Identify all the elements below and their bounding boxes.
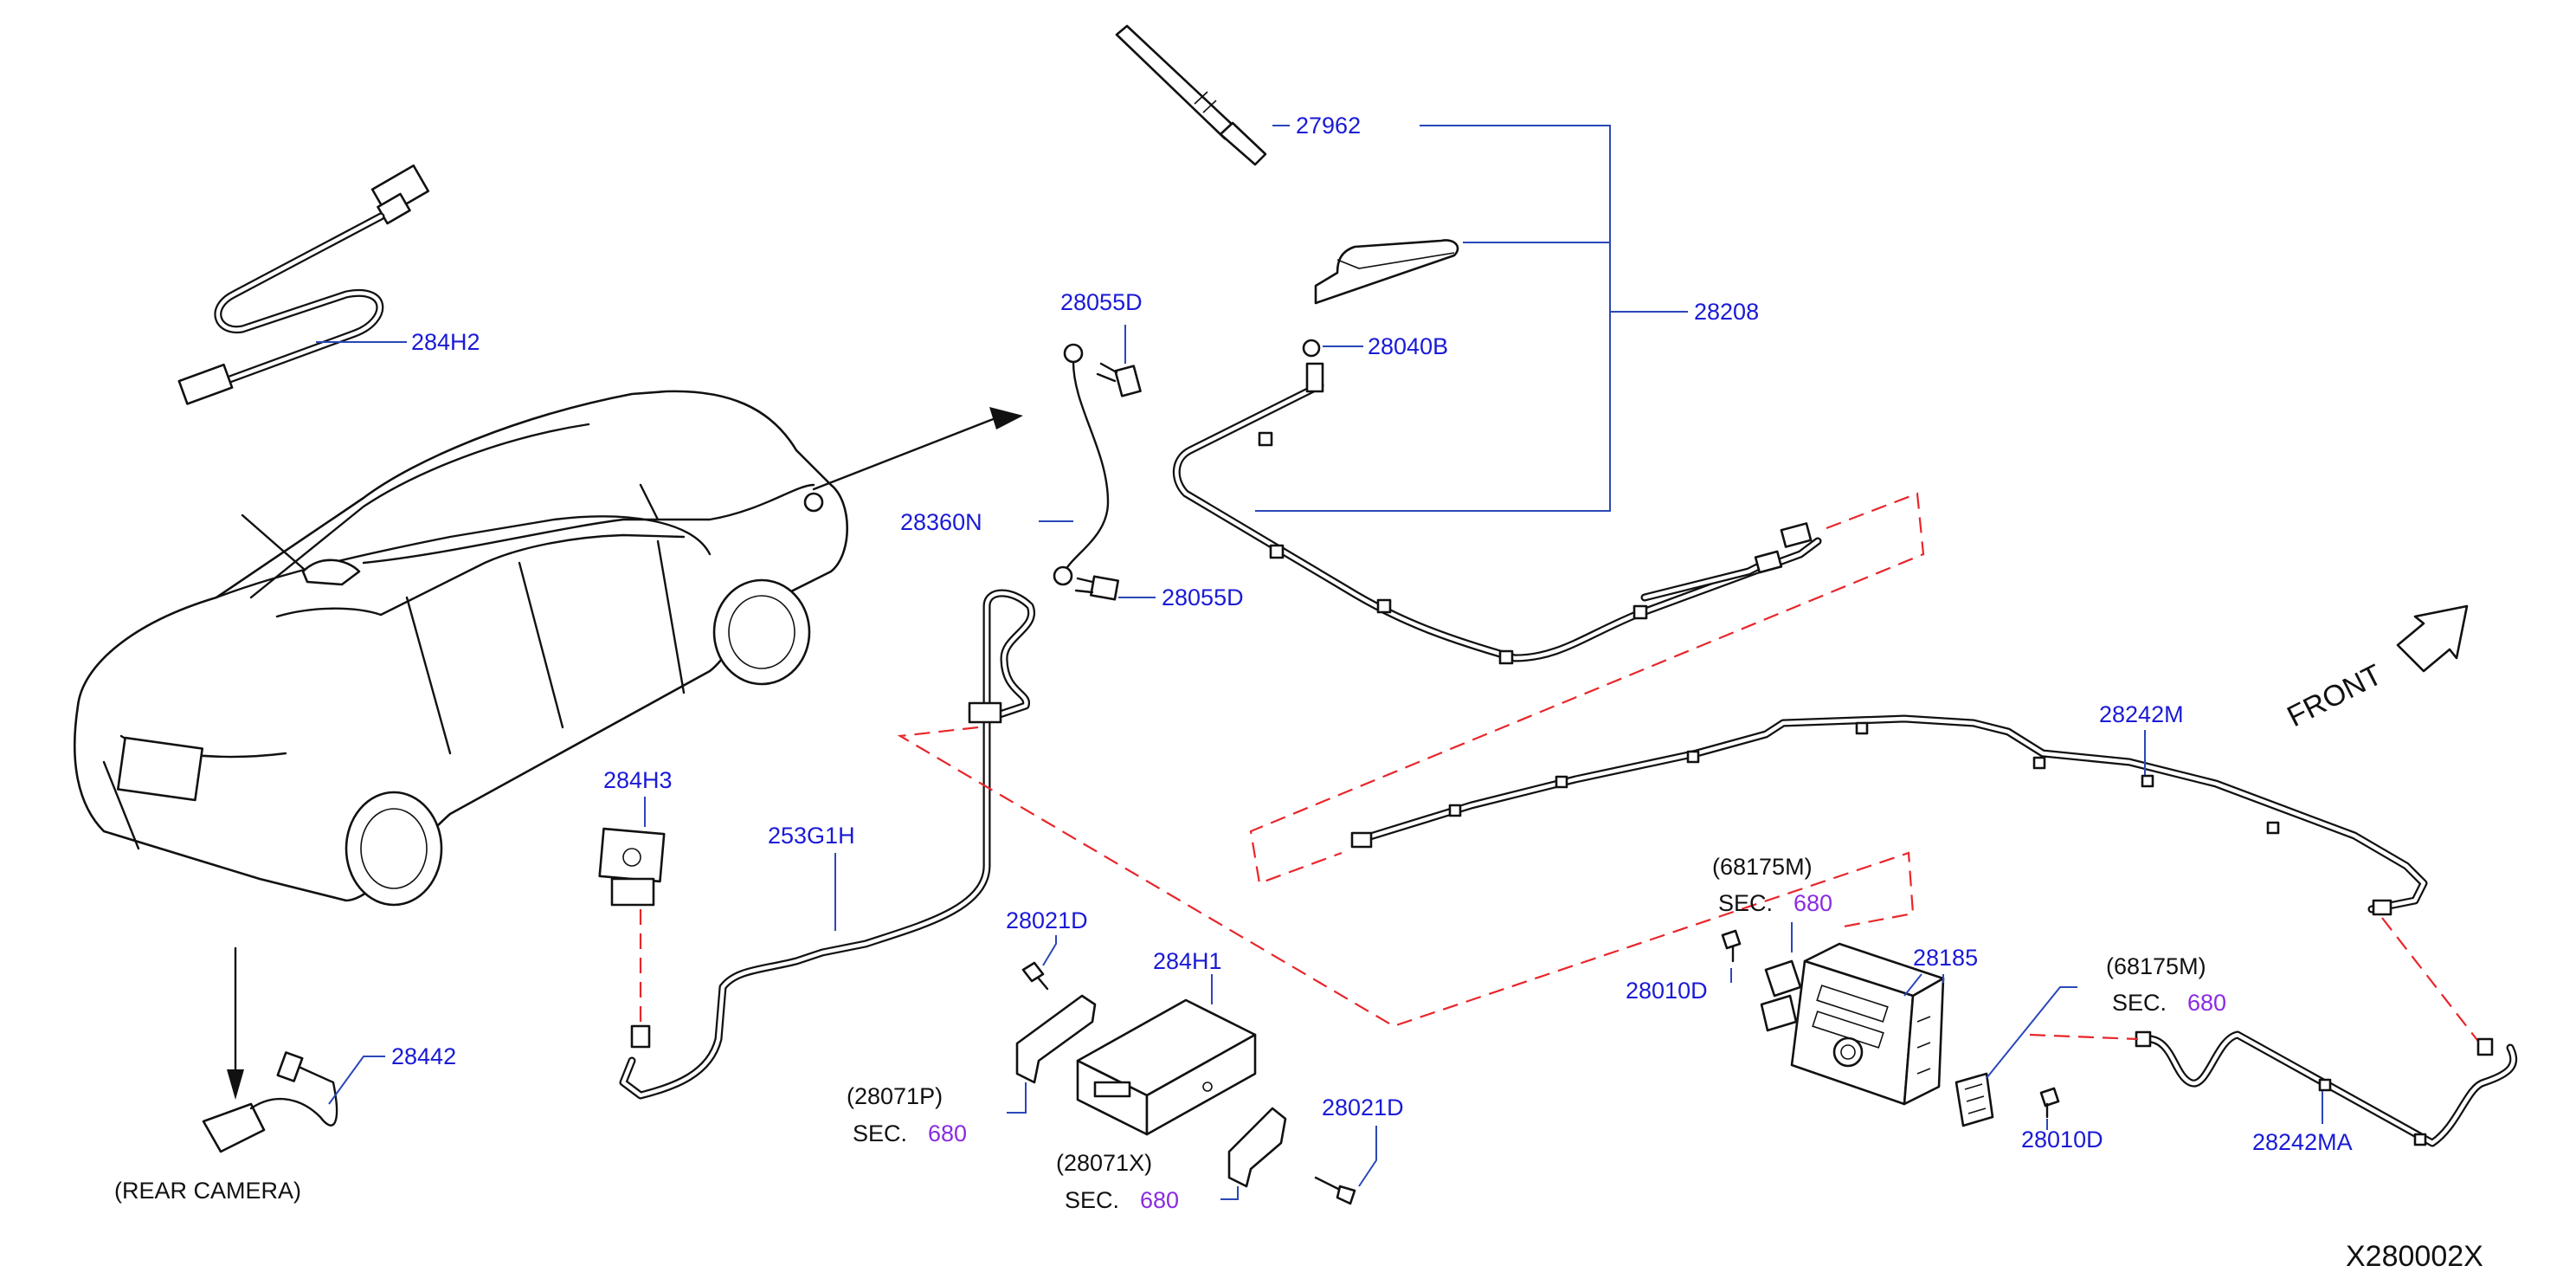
front-label: FRONT (2282, 658, 2387, 733)
guide-dashed-line (1249, 492, 1925, 885)
part-label-28010D-left: 28010D (1626, 978, 1708, 1004)
cable-28242MA (2135, 1030, 2518, 1147)
bracket-28071P (1015, 994, 1097, 1084)
screw-28010D-left (1721, 929, 1742, 963)
screw-28021D-bottom (1314, 1176, 1356, 1205)
part-label-284H3: 284H3 (603, 767, 673, 793)
usb-port-284H3 (598, 827, 666, 907)
audio-unit-28185 (1760, 942, 1994, 1127)
part-label-28442: 28442 (391, 1043, 456, 1069)
screw-28021D-top (1021, 961, 1049, 991)
rear-camera-28442 (202, 1051, 338, 1153)
part-label-28021D-bottom: 28021D (1322, 1095, 1404, 1120)
part-label-28208: 28208 (1694, 299, 1759, 325)
guide-dashed-line (2381, 917, 2481, 1044)
part-label-28040B: 28040B (1368, 333, 1448, 359)
ref-28071P: (28071P) (847, 1083, 943, 1109)
bolt-28055D-bottom (1074, 575, 1119, 601)
sec-28071X: SEC. (1065, 1187, 1119, 1213)
sec-68175M-right: SEC. (2112, 990, 2167, 1016)
control-unit-284H1 (1076, 998, 1257, 1136)
part-label-27962: 27962 (1296, 113, 1361, 139)
part-label-28242MA: 28242MA (2252, 1129, 2353, 1155)
bracket-28071X (1227, 1107, 1287, 1188)
arrow-to-antenna-detail (812, 416, 997, 491)
part-label-28185: 28185 (1913, 945, 1978, 971)
sec-num-68175M-left: 680 (1794, 890, 1832, 916)
ref-68175M-right: (68175M) (2106, 953, 2206, 979)
sec-num-28071P: 680 (928, 1120, 967, 1146)
cable-253G1H (619, 589, 1036, 1100)
front-arrow-icon (2396, 604, 2469, 673)
antenna-feeder-cable (1172, 362, 1822, 665)
guide-dashed-line (897, 726, 1915, 1028)
bolt-28055D-top (1096, 362, 1142, 397)
part-label-28021D-top: 28021D (1006, 907, 1088, 933)
part-label-284H2: 284H2 (411, 329, 480, 355)
sec-num-68175M-right: 680 (2187, 990, 2226, 1016)
sec-68175M-left: SEC. (1718, 890, 1773, 916)
part-label-28010D-right: 28010D (2021, 1127, 2103, 1153)
vehicle-illustration (73, 390, 849, 907)
arrow-head (989, 407, 1023, 429)
sec-28071P: SEC. (853, 1120, 907, 1146)
ref-28071X: (28071X) (1056, 1150, 1152, 1176)
harness-28242M (1350, 714, 2428, 916)
guide-dashed-line (2029, 1033, 2139, 1041)
ground-strap-28360N (1053, 343, 1110, 586)
sec-num-28071X: 680 (1140, 1187, 1179, 1213)
part-label-28360N: 28360N (900, 509, 982, 535)
screw-28010D-right (2039, 1087, 2060, 1119)
ref-68175M-left: (68175M) (1712, 854, 1813, 880)
part-label-28055D-bottom: 28055D (1162, 584, 1244, 610)
caption-rear-camera: (REAR CAMERA) (114, 1178, 301, 1204)
part-label-28055D-top: 28055D (1060, 289, 1143, 315)
shark-fin-antenna (1314, 239, 1459, 305)
usb-cable-284H2 (177, 164, 430, 405)
diagram-code: X280002X (2346, 1240, 2483, 1273)
part-label-28242M: 28242M (2099, 701, 2184, 727)
part-label-253G1H: 253G1H (768, 823, 855, 849)
part-label-284H1: 284H1 (1153, 948, 1222, 974)
rod-antenna-27962 (1115, 24, 1267, 166)
grommet-28040B (1302, 339, 1321, 358)
arrow-head (227, 1069, 244, 1100)
